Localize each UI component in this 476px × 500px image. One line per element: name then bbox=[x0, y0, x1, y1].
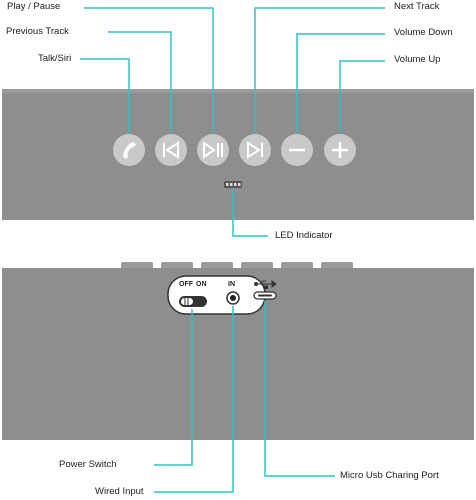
input-in-label: IN bbox=[228, 281, 235, 288]
led-indicator bbox=[224, 181, 242, 188]
leader-lines-top bbox=[80, 7, 385, 237]
talk-siri-button[interactable] bbox=[113, 134, 145, 166]
plus-icon bbox=[332, 142, 348, 158]
speaker-top-shadow bbox=[2, 89, 474, 93]
label-next-track: Next Track bbox=[394, 1, 440, 12]
skip-forward-icon bbox=[247, 141, 263, 159]
volume-up-button[interactable] bbox=[324, 134, 356, 166]
label-play-pause: Play / Pause bbox=[7, 1, 61, 12]
volume-down-button[interactable] bbox=[281, 134, 313, 166]
power-switch[interactable] bbox=[179, 296, 207, 307]
leader-lines-bottom bbox=[154, 301, 335, 493]
usb-icon bbox=[254, 280, 277, 289]
label-power-switch: Power Switch bbox=[59, 459, 117, 470]
label-led-indicator: LED Indicator bbox=[275, 230, 333, 241]
switch-off-label: OFF bbox=[179, 281, 193, 288]
label-volume-up: Volume Up bbox=[394, 54, 441, 65]
micro-usb-port[interactable] bbox=[253, 291, 277, 300]
play-pause-icon bbox=[203, 141, 223, 159]
previous-track-button[interactable] bbox=[155, 134, 187, 166]
audio-jack[interactable] bbox=[226, 291, 240, 305]
speaker-top-body bbox=[2, 89, 474, 220]
skip-back-icon bbox=[163, 141, 179, 159]
label-micro-usb: Micro Usb Charing Port bbox=[340, 470, 439, 481]
next-track-button[interactable] bbox=[239, 134, 271, 166]
label-talk-siri: Talk/Siri bbox=[38, 53, 72, 64]
switch-on-label: ON bbox=[196, 281, 207, 288]
label-volume-down: Volume Down bbox=[394, 27, 453, 38]
play-pause-button[interactable] bbox=[197, 134, 229, 166]
label-previous-track: Previous Track bbox=[6, 26, 69, 37]
label-wired-input: Wired Input bbox=[95, 486, 144, 497]
phone-icon bbox=[123, 142, 136, 159]
